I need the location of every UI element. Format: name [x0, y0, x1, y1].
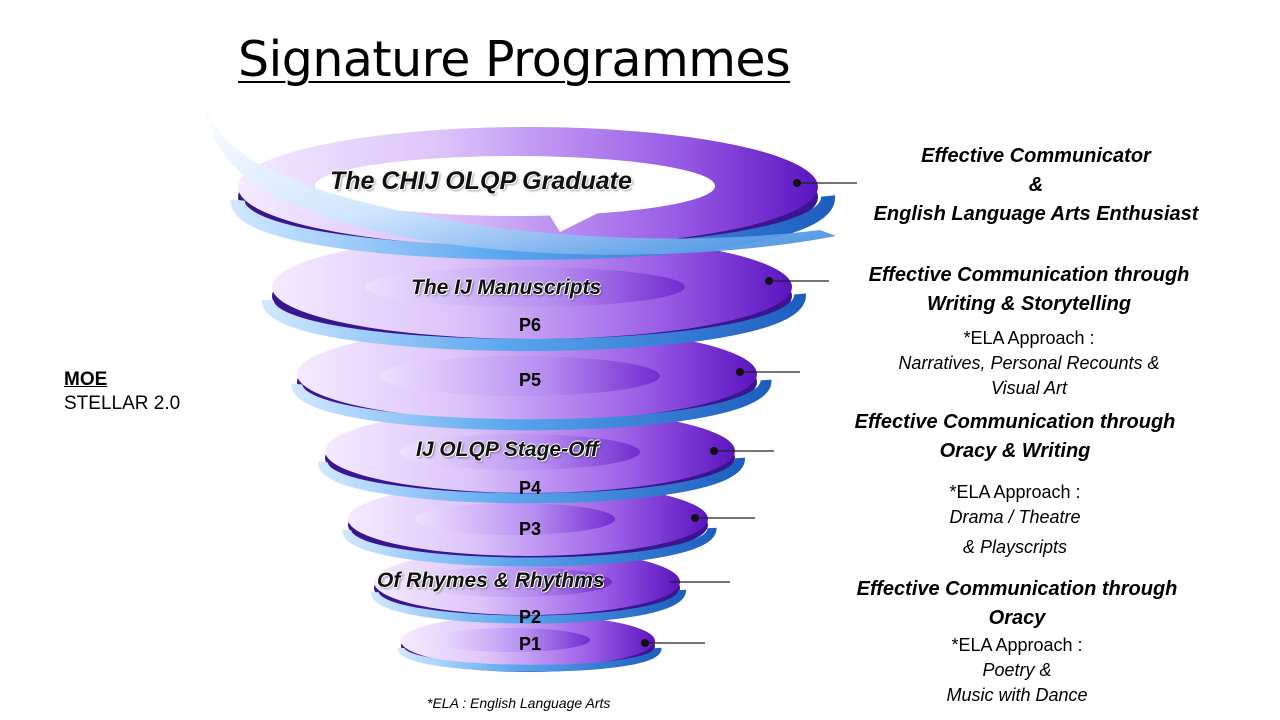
upper-heading1: Effective Communication through [868, 264, 1190, 286]
spiral-rings [205, 98, 836, 672]
upper-heading2: Writing & Storytelling [926, 293, 1132, 315]
lower-approach-block: *ELA Approach : Poetry & Music with Danc… [857, 633, 1178, 708]
middle-heading2: Oracy & Writing [939, 440, 1091, 462]
middle-approach: *ELA Approach : [949, 482, 1081, 502]
outcome-line3: English Language Arts Enthusiast [873, 203, 1199, 225]
middle-heading1: Effective Communication through [854, 411, 1176, 433]
page-title: Signature Programmes [238, 31, 791, 88]
moe-label-line2: STELLAR 2.0 [64, 393, 181, 414]
moe-label: MOE STELLAR 2.0 [64, 368, 180, 416]
middle-stage-description: Effective Communication through Oracy & … [855, 408, 1176, 560]
lower-heading1: Effective Communication through [856, 578, 1178, 600]
outcome-description: Effective Communicator & English Languag… [874, 142, 1199, 229]
footnote: *ELA : English Language Arts [427, 695, 611, 711]
lower-approach: *ELA Approach : [951, 635, 1083, 655]
grade-label-p2: P2 [518, 607, 542, 627]
grade-label-p5: P5 [518, 370, 542, 390]
middle-detail2: & Playscripts [962, 537, 1068, 557]
lower-detail2: Music with Dance [946, 685, 1088, 705]
grade-label-p1: P1 [518, 634, 542, 654]
outcome-line2: & [1028, 174, 1044, 196]
upper-detail2: Visual Art [990, 378, 1068, 398]
upper-approach: *ELA Approach : [963, 328, 1095, 348]
upper-approach-block: *ELA Approach : Narratives, Personal Rec… [869, 326, 1190, 401]
moe-label-line1: MOE [64, 369, 108, 390]
connector-dots [641, 179, 801, 647]
middle-detail1: Drama / Theatre [949, 507, 1081, 527]
lower-detail1: Poetry & [982, 660, 1052, 680]
lower-stage-description: Effective Communication through Oracy *E… [857, 575, 1178, 708]
level-label-graduate: The CHIJ OLQP Graduate [330, 167, 632, 195]
level-label-stage-off: IJ OLQP Stage-Off [416, 438, 599, 461]
upper-detail1: Narratives, Personal Recounts & [898, 353, 1160, 373]
grade-label-p6: P6 [518, 315, 542, 335]
level-label-manuscripts: The IJ Manuscripts [411, 276, 602, 299]
level-label-rhymes: Of Rhymes & Rhythms [377, 569, 605, 592]
lower-heading2: Oracy [988, 607, 1046, 629]
grade-label-p4: P4 [518, 478, 542, 498]
upper-stage-description: Effective Communication through Writing … [869, 261, 1190, 401]
middle-approach-block: *ELA Approach : Drama / Theatre & Playsc… [855, 480, 1176, 560]
connector-lines [645, 182, 857, 644]
outcome-line1: Effective Communicator [921, 145, 1151, 167]
spiral-tail-ribbon [205, 98, 836, 255]
grade-label-p3: P3 [518, 519, 542, 539]
